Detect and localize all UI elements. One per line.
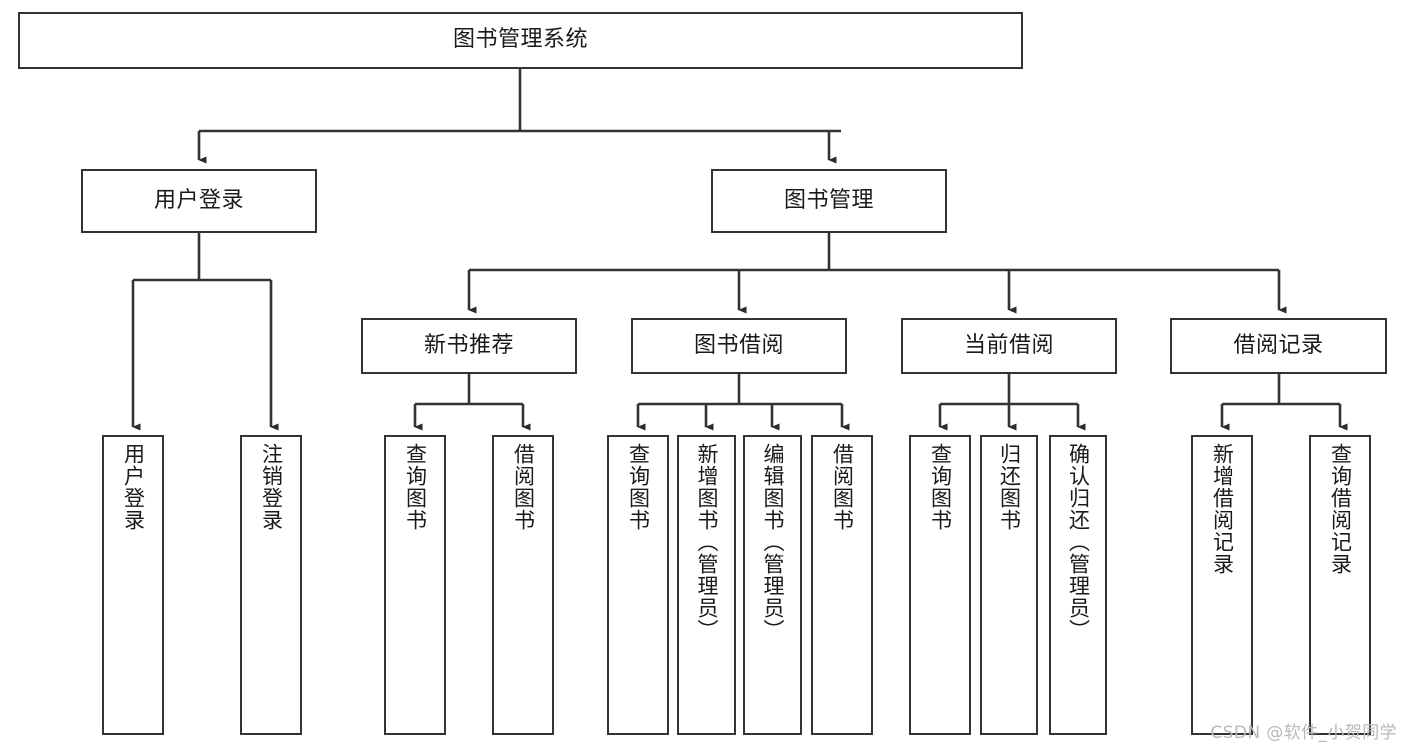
node-leaf-query-book-2-label: 查询图书 — [626, 443, 651, 531]
node-leaf-borrow-book-2-label: 借阅图书 — [830, 443, 855, 531]
node-leaf-logout-login[interactable]: 注销登录 — [240, 435, 302, 735]
node-leaf-borrow-book-1-label: 借阅图书 — [511, 443, 536, 531]
node-leaf-edit-book-label: 编辑图书（管理员） — [760, 443, 785, 641]
node-leaf-user-login[interactable]: 用户登录 — [102, 435, 164, 735]
node-leaf-query-book-2[interactable]: 查询图书 — [607, 435, 669, 735]
node-leaf-query-record-label: 查询借阅记录 — [1328, 443, 1353, 575]
node-leaf-logout-login-label: 注销登录 — [259, 443, 284, 531]
node-current-borrow[interactable]: 当前借阅 — [901, 318, 1117, 374]
node-leaf-borrow-book-2[interactable]: 借阅图书 — [811, 435, 873, 735]
node-leaf-user-login-label: 用户登录 — [121, 443, 146, 531]
node-leaf-query-book-1[interactable]: 查询图书 — [384, 435, 446, 735]
node-leaf-query-book-3[interactable]: 查询图书 — [909, 435, 971, 735]
node-borrow-record[interactable]: 借阅记录 — [1170, 318, 1387, 374]
node-current-borrow-label: 当前借阅 — [963, 332, 1054, 358]
node-root[interactable]: 图书管理系统 — [18, 12, 1023, 69]
node-borrow-record-label: 借阅记录 — [1233, 332, 1324, 358]
node-user-login[interactable]: 用户登录 — [81, 169, 317, 233]
node-leaf-add-record[interactable]: 新增借阅记录 — [1191, 435, 1253, 735]
node-leaf-add-book-label: 新增图书（管理员） — [694, 443, 719, 641]
node-leaf-add-book[interactable]: 新增图书（管理员） — [677, 435, 736, 735]
node-leaf-query-record[interactable]: 查询借阅记录 — [1309, 435, 1371, 735]
node-leaf-return-book-label: 归还图书 — [997, 443, 1022, 531]
node-new-book-recommend[interactable]: 新书推荐 — [361, 318, 577, 374]
node-leaf-query-book-1-label: 查询图书 — [403, 443, 428, 531]
node-root-label: 图书管理系统 — [452, 27, 588, 53]
node-leaf-borrow-book-1[interactable]: 借阅图书 — [492, 435, 554, 735]
node-book-borrow[interactable]: 图书借阅 — [631, 318, 847, 374]
node-leaf-return-book[interactable]: 归还图书 — [980, 435, 1038, 735]
node-leaf-confirm-return-label: 确认归还（管理员） — [1066, 443, 1091, 641]
node-user-login-label: 用户登录 — [153, 187, 244, 213]
node-book-borrow-label: 图书借阅 — [693, 332, 784, 358]
node-leaf-query-book-3-label: 查询图书 — [928, 443, 953, 531]
watermark-text: CSDN @软件_小贺同学 — [1210, 723, 1397, 743]
node-new-book-recommend-label: 新书推荐 — [423, 332, 514, 358]
node-leaf-confirm-return[interactable]: 确认归还（管理员） — [1049, 435, 1107, 735]
node-book-management-label: 图书管理 — [783, 187, 874, 213]
node-leaf-add-record-label: 新增借阅记录 — [1210, 443, 1235, 575]
node-leaf-edit-book[interactable]: 编辑图书（管理员） — [743, 435, 802, 735]
node-book-management[interactable]: 图书管理 — [711, 169, 947, 233]
